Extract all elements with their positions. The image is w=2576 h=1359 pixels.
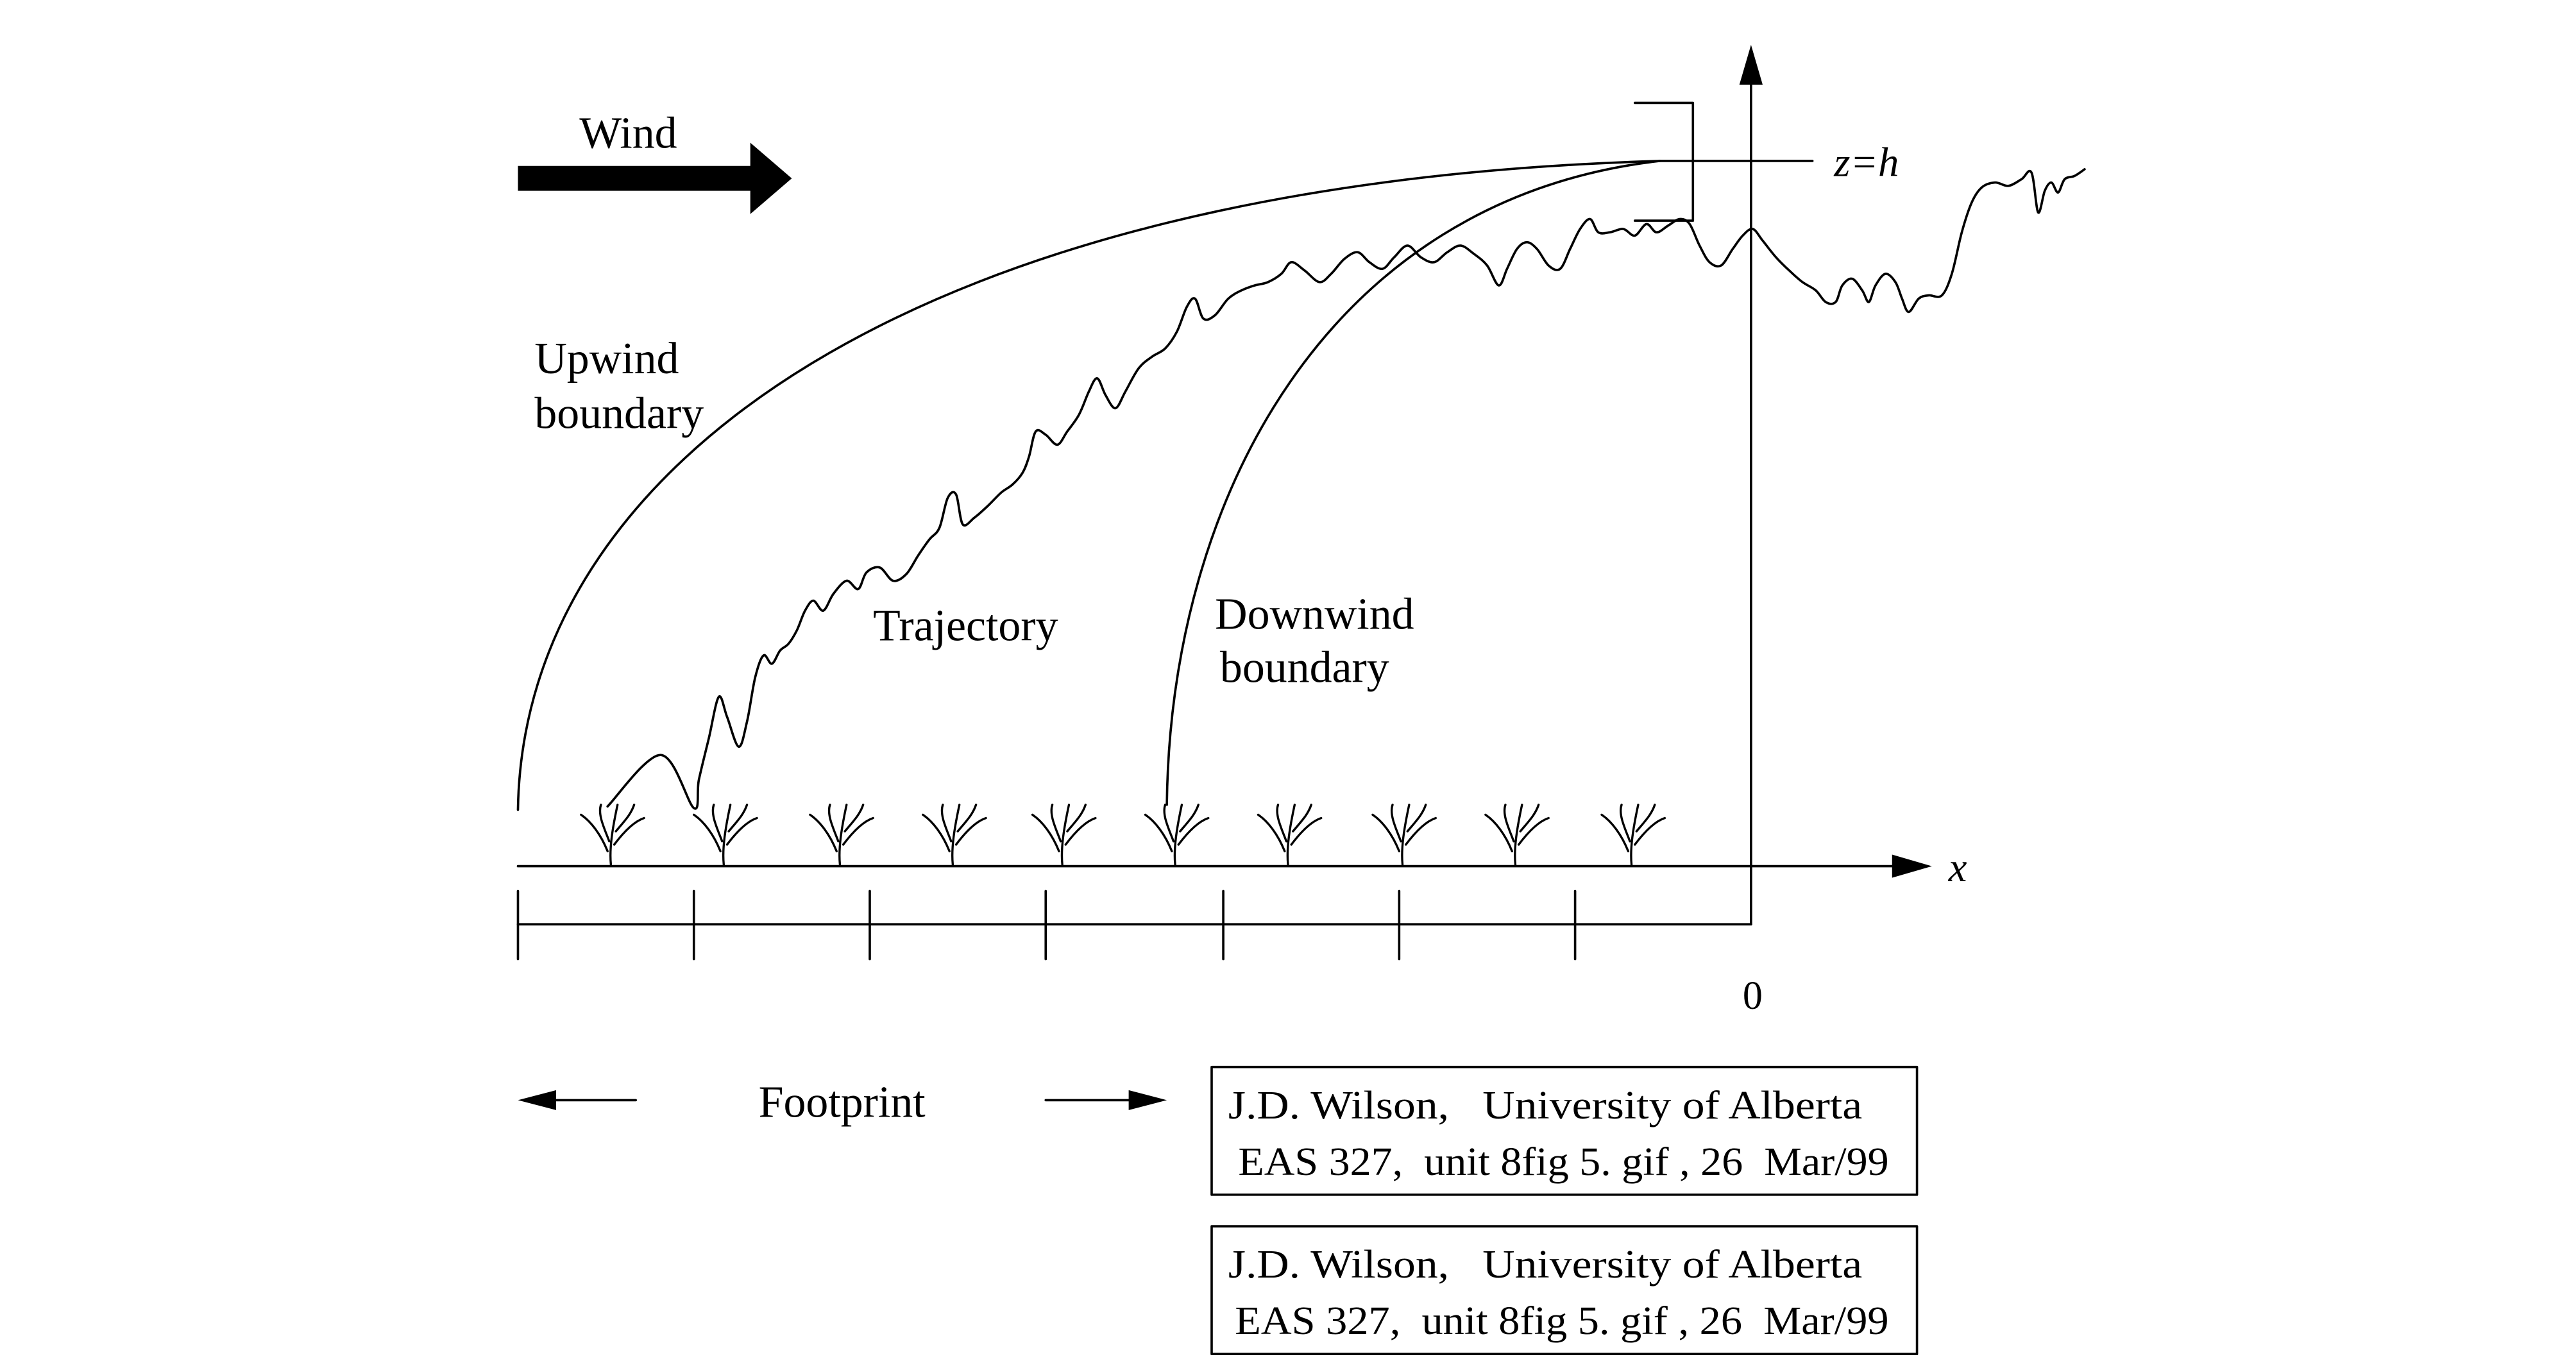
plant-icon [1484, 804, 1550, 866]
x-axis-label: x [1948, 844, 1967, 890]
wind-arrow-icon [518, 142, 792, 214]
plant-row [580, 804, 1666, 866]
footprint-scale-bar [516, 890, 1752, 961]
plant-icon [922, 804, 987, 866]
downwind-boundary-label-line1: Downwind [1215, 590, 1414, 639]
credit-box-line1: J.D. Wilson, University of Alberta [1228, 1243, 1862, 1287]
plant-icon [1600, 804, 1666, 866]
downwind-boundary-curve [1165, 160, 1661, 806]
upwind-boundary-label-line1: Upwind [534, 334, 679, 384]
wind-arrow-shaft [518, 165, 756, 191]
credit-box: J.D. Wilson, University of Alberta EAS 3… [1210, 1225, 1919, 1356]
credit-box-line2: EAS 327, unit 8fig 5. gif , 26 Mar/99 [1235, 1299, 1888, 1343]
plant-icon [1257, 804, 1323, 866]
credit-box-frame [1210, 1225, 1919, 1356]
credit-box-frame [1210, 1065, 1919, 1196]
credit-box-line2: EAS 327, unit 8fig 5. gif , 26 Mar/99 [1238, 1140, 1888, 1184]
vertical-axis-arrow-icon [1739, 44, 1763, 85]
plant-icon [1371, 804, 1437, 866]
trajectory-label: Trajectory [873, 602, 1058, 651]
height-label: z=h [1833, 139, 1899, 185]
plant-icon [693, 804, 758, 866]
plant-icon [1144, 804, 1210, 866]
footprint-right-arrow-icon [1044, 1090, 1167, 1110]
footprint-left-arrow-head [518, 1090, 556, 1110]
trajectory-curve [606, 168, 2086, 810]
credit-box: J.D. Wilson, University of Alberta EAS 3… [1210, 1065, 1919, 1196]
upwind-boundary-curve [516, 160, 1661, 811]
downwind-boundary-label-line2: boundary [1220, 643, 1389, 692]
footprint-left-arrow-icon [518, 1090, 638, 1110]
footprint-right-arrow-head [1128, 1090, 1167, 1110]
plant-icon [580, 804, 645, 866]
upwind-boundary-label-line2: boundary [534, 389, 704, 439]
horizontal-axis-arrow-icon [1892, 854, 1932, 878]
footprint-label: Footprint [759, 1077, 926, 1127]
wind-arrow-head [750, 142, 792, 214]
credit-box-line1: J.D. Wilson, University of Alberta [1228, 1084, 1862, 1127]
origin-label: 0 [1743, 974, 1763, 1018]
wind-label: Wind [579, 108, 677, 158]
plant-icon [809, 804, 874, 866]
plant-icon [1031, 804, 1097, 866]
